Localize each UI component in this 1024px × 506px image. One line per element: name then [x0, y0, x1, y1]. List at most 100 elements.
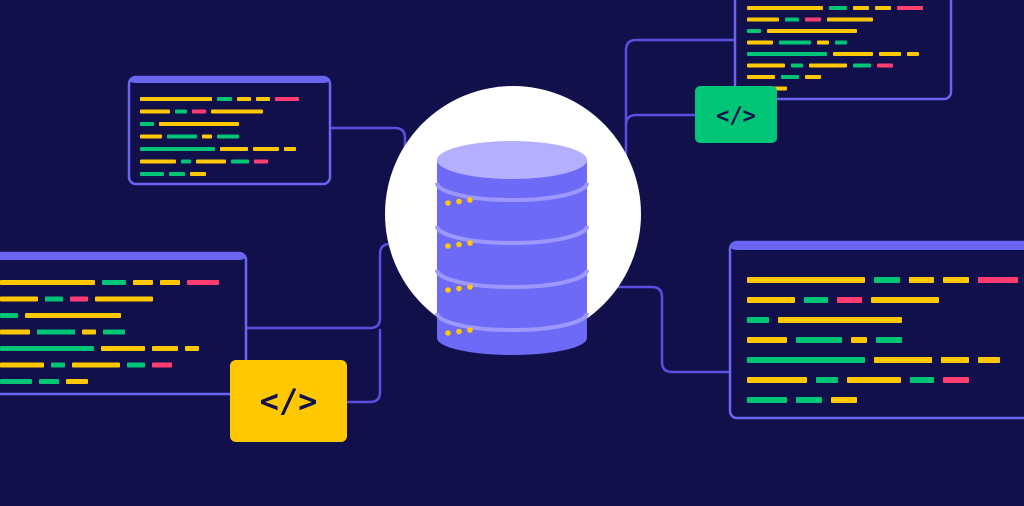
- code-line-segment: [102, 280, 126, 285]
- code-line-segment: [874, 357, 932, 363]
- code-line-segment: [943, 377, 969, 383]
- code-line-segment: [0, 313, 18, 318]
- code-line-segment: [133, 280, 153, 285]
- code-line-segment: [0, 280, 95, 285]
- code-line-segment: [847, 377, 901, 383]
- database-top: [437, 141, 587, 179]
- code-line-segment: [747, 6, 823, 10]
- code-line-segment: [196, 159, 226, 164]
- code-line-segment: [217, 134, 239, 139]
- code-line-segment: [809, 63, 847, 68]
- code-line-segment: [941, 357, 969, 363]
- code-tag-icon: </>: [716, 104, 756, 129]
- code-panel-frame: [127, 75, 332, 186]
- code-line-segment: [779, 40, 811, 45]
- code-line-segment: [747, 29, 761, 33]
- database-indicator-dot: [445, 243, 451, 249]
- code-line-segment: [101, 346, 145, 351]
- code-tag-green: </>: [695, 86, 777, 143]
- code-line-segment: [910, 377, 934, 383]
- code-line-segment: [796, 397, 822, 403]
- code-line-segment: [804, 297, 828, 303]
- code-panel-bottom-left: [0, 251, 248, 396]
- code-line-segment: [103, 329, 125, 335]
- code-line-segment: [160, 280, 180, 285]
- code-panel-top-left: [127, 75, 332, 186]
- code-line-segment: [817, 40, 829, 45]
- code-line-segment: [897, 6, 923, 10]
- code-line-segment: [747, 277, 865, 283]
- database-indicator-dot: [445, 200, 451, 206]
- code-line-segment: [747, 377, 807, 383]
- code-line-segment: [853, 63, 871, 68]
- code-line-segment: [875, 6, 891, 10]
- code-line-segment: [0, 329, 30, 335]
- code-line-segment: [767, 29, 857, 33]
- code-line-segment: [747, 357, 865, 363]
- code-line-segment: [45, 296, 63, 302]
- code-line-segment: [70, 296, 88, 302]
- database-indicator-dot: [467, 327, 473, 333]
- connector-line: [583, 285, 732, 374]
- code-line-segment: [284, 147, 296, 151]
- code-line-segment: [0, 346, 94, 351]
- code-line-segment: [169, 172, 185, 176]
- code-line-segment: [95, 296, 153, 302]
- code-line-segment: [25, 313, 121, 318]
- code-line-segment: [152, 362, 172, 368]
- code-line-segment: [877, 63, 893, 68]
- database-band: [435, 182, 589, 202]
- database-indicator-dot: [467, 284, 473, 290]
- database-indicator-dot: [467, 240, 473, 246]
- code-panel-header: [730, 242, 1024, 250]
- code-line-segment: [871, 297, 939, 303]
- code-line-segment: [907, 52, 919, 56]
- database-indicator-dot: [467, 197, 473, 203]
- code-line-segment: [140, 109, 170, 114]
- code-line-segment: [747, 297, 795, 303]
- database-indicator-dot: [456, 285, 462, 292]
- code-line-segment: [140, 122, 154, 126]
- code-line-segment: [747, 40, 773, 45]
- code-line-segment: [747, 52, 827, 56]
- code-line-segment: [66, 379, 88, 384]
- code-tag-yellow: </>: [230, 360, 347, 442]
- code-panel-frame: [733, 0, 953, 101]
- code-line-segment: [39, 379, 59, 384]
- code-line-segment: [37, 329, 75, 335]
- code-line-segment: [175, 109, 187, 114]
- code-line-segment: [217, 97, 232, 101]
- code-line-segment: [747, 63, 785, 68]
- code-line-segment: [805, 75, 821, 79]
- code-line-segment: [791, 63, 803, 68]
- code-line-segment: [256, 97, 270, 101]
- code-line-segment: [187, 280, 219, 285]
- code-line-segment: [190, 172, 206, 176]
- code-line-segment: [837, 297, 862, 303]
- code-line-segment: [747, 337, 787, 343]
- code-line-segment: [181, 159, 191, 164]
- code-line-segment: [747, 75, 775, 79]
- code-panel-header: [129, 77, 330, 83]
- code-line-segment: [829, 6, 847, 10]
- code-tag-icon: </>: [260, 382, 318, 420]
- code-line-segment: [747, 17, 779, 22]
- code-line-segment: [827, 17, 873, 22]
- code-line-segment: [0, 296, 38, 302]
- code-line-segment: [211, 109, 263, 114]
- code-line-segment: [51, 362, 65, 368]
- code-line-segment: [909, 277, 934, 283]
- database-indicator-dot: [445, 330, 451, 336]
- code-tag-green-box: [695, 86, 777, 143]
- code-line-segment: [202, 134, 212, 139]
- database-indicator-dot: [456, 328, 462, 335]
- database-indicator-dot: [456, 241, 462, 248]
- code-tag-yellow-box: [230, 360, 347, 442]
- code-line-segment: [152, 346, 178, 351]
- database-icon: [435, 141, 589, 355]
- database-band: [435, 225, 589, 245]
- code-panel-frame: [0, 251, 248, 396]
- code-panel-header: [0, 253, 246, 260]
- connector-line: [624, 113, 697, 127]
